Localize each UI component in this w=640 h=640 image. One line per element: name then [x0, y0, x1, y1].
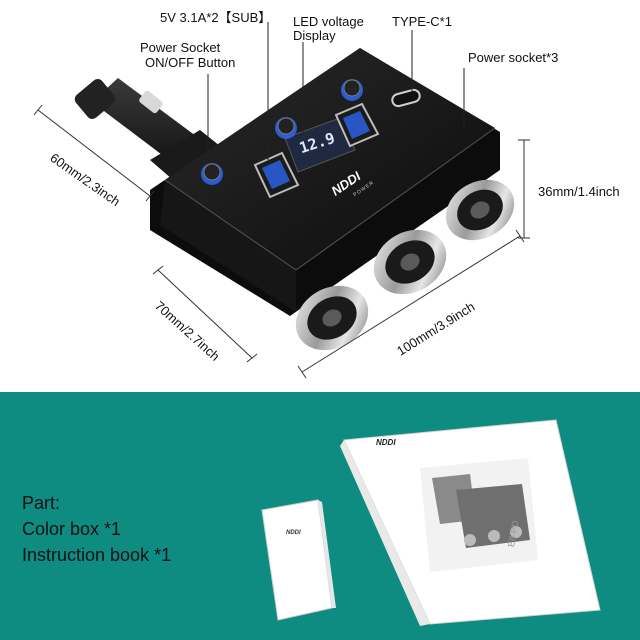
- led-display: [284, 117, 356, 173]
- callout-usb-label: 5V 3.1A*2【SUB】: [160, 10, 272, 25]
- package-contents-list: Part: Color box *1 Instruction book *1: [22, 490, 171, 568]
- usb-port-2: [334, 102, 380, 148]
- usb-port-1: [253, 151, 300, 199]
- power-button-3: [341, 79, 363, 101]
- power-socket-2: [373, 229, 447, 295]
- dimension-height: 36mm/1.4inch: [538, 184, 620, 199]
- callout-led-label-line1: LED voltage: [293, 14, 364, 29]
- parts-item-instruction-book: Instruction book *1: [22, 545, 172, 565]
- parts-item-color-box: Color box *1: [22, 519, 122, 539]
- callout-typec-label: TYPE-C*1: [392, 14, 452, 29]
- power-socket-3: [445, 179, 515, 241]
- callout-switch-label-line2: ON/OFF Button: [145, 55, 236, 70]
- power-button-2: [275, 117, 297, 139]
- parts-heading: Part:: [22, 493, 61, 513]
- type-c-port: [391, 88, 421, 108]
- instruction-book: [261, 499, 336, 621]
- callout-switch-label-line1: Power Socket: [140, 40, 221, 55]
- color-box: [340, 419, 601, 626]
- book-brand-logo: NDDI: [286, 530, 301, 536]
- dimension-lines: [33, 104, 530, 379]
- callout-led-label-line2: Display: [293, 28, 336, 43]
- box-brand-logo: NDDI: [376, 438, 396, 447]
- callout-leaders: [207, 22, 465, 160]
- callout-sockets-label: Power socket*3: [468, 50, 559, 65]
- power-socket-1: [295, 285, 369, 351]
- power-button-1: [201, 163, 223, 185]
